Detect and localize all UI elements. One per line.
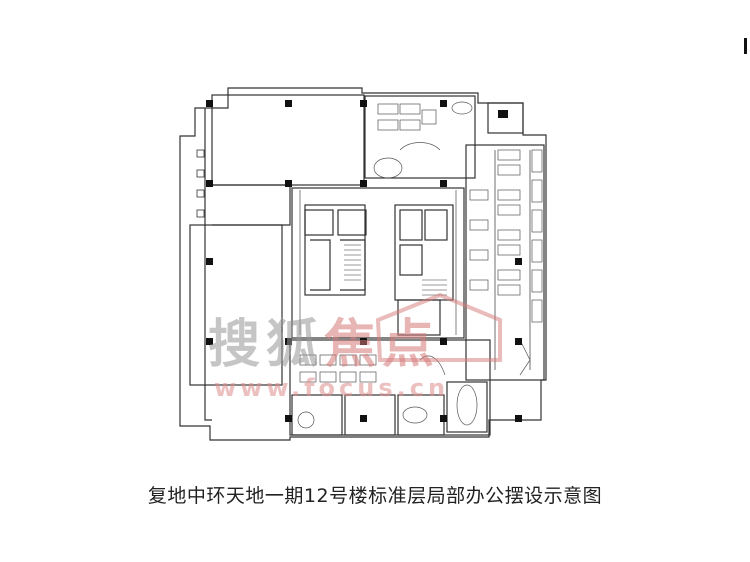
core-right-block (394, 204, 454, 301)
building-outline (179, 87, 547, 441)
watermark-text: 搜狐焦点 (208, 315, 441, 375)
office-right (465, 144, 545, 381)
watermark-url: www.focus.cn (214, 374, 450, 402)
plan-caption: 复地中环天地一期12号楼标准层局部办公摆设示意图 (147, 485, 603, 507)
watermark-house-logo (375, 292, 502, 362)
office-top (364, 95, 476, 179)
corner-mark (744, 38, 747, 54)
floor-plan (179, 87, 547, 441)
room-left-top (211, 94, 365, 186)
room-left-big (189, 224, 283, 386)
